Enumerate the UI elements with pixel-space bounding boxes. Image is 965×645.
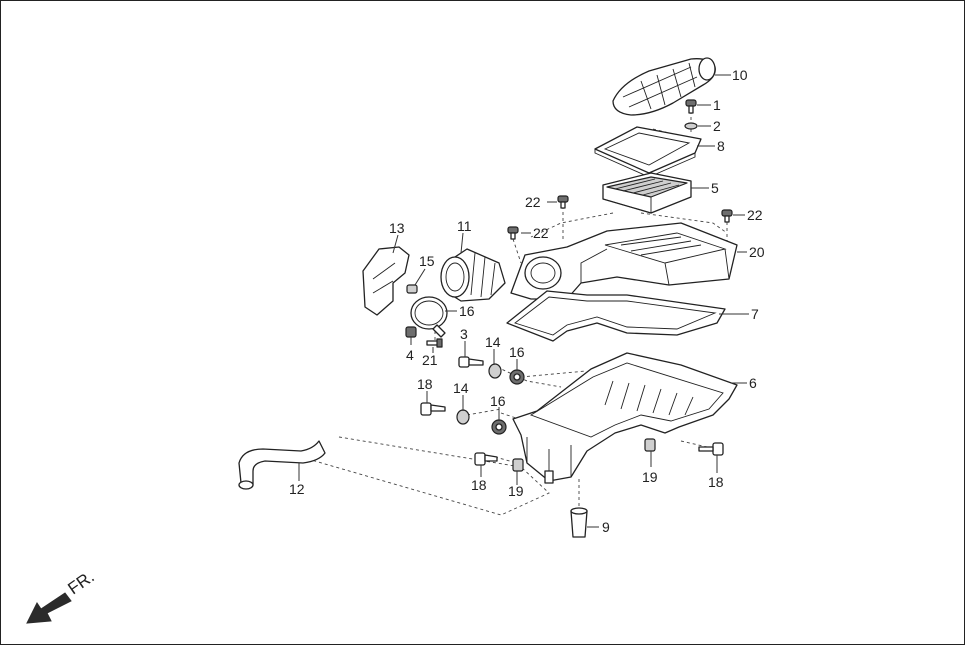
callout-19-right: 19 (642, 469, 658, 485)
front-direction-indicator: FR. (26, 567, 98, 624)
callout-22-upper: 22 (525, 194, 541, 210)
callout-22-right: 22 (747, 207, 763, 223)
callout-4: 4 (406, 347, 414, 363)
part-2-clip (684, 122, 698, 130)
callout-18-left: 18 (417, 376, 433, 392)
part-14-collar-lower (456, 409, 470, 425)
part-14-collar-upper (488, 363, 502, 379)
part-21-screw (426, 338, 443, 348)
callout-16-lower: 16 (490, 393, 506, 409)
callout-21: 21 (422, 352, 438, 368)
callout-2: 2 (713, 118, 721, 134)
part-6-lower-housing (512, 352, 738, 484)
callout-20: 20 (749, 244, 765, 260)
part-17-hose-clamp (410, 296, 448, 338)
part-18-bolt-left (420, 402, 446, 416)
leader-lines (298, 74, 749, 528)
part-13-bracket (362, 246, 410, 316)
part-10-intake-duct (612, 57, 716, 116)
part-12-hose (238, 440, 326, 490)
callout-9: 9 (602, 519, 610, 535)
arrow-down-left-icon (26, 592, 72, 624)
part-4-nut (405, 326, 417, 338)
callout-10: 10 (732, 67, 748, 83)
callout-14-lower: 14 (453, 380, 469, 396)
callout-3: 3 (460, 326, 468, 342)
part-5-air-filter (602, 172, 692, 214)
callout-16-upper: 16 (509, 344, 525, 360)
callout-8: 8 (717, 138, 725, 154)
callout-14-upper: 14 (485, 334, 501, 350)
callout-5: 5 (711, 180, 719, 196)
callout-17: 16 (459, 303, 475, 319)
callout-18-middle: 18 (471, 477, 487, 493)
part-7-gasket (506, 290, 726, 342)
part-19-clip-left (512, 458, 524, 472)
callout-18-right: 18 (708, 474, 724, 490)
part-3-bolt (458, 356, 484, 368)
callout-22-left: 22 (533, 225, 549, 241)
part-9-drain-tube (570, 507, 588, 538)
part-15-clip (406, 284, 418, 294)
part-16-grommet-lower (491, 419, 507, 435)
part-22-screws (507, 195, 733, 240)
callout-1: 1 (713, 97, 721, 113)
callout-11: 11 (457, 218, 472, 234)
callout-13: 13 (389, 220, 405, 236)
front-label: FR. (64, 567, 97, 598)
callout-12: 12 (289, 481, 305, 497)
part-8-filter-cover (594, 126, 702, 178)
part-11-intake-connector (440, 248, 506, 302)
part-16-grommet-upper (509, 369, 525, 385)
callout-7: 7 (751, 306, 759, 322)
callout-15: 15 (419, 253, 435, 269)
part-20-upper-housing (510, 222, 738, 300)
callout-labels: 10 1 2 8 5 22 22 22 20 7 6 13 11 15 16 4… (289, 67, 765, 535)
callout-19-left: 19 (508, 483, 524, 499)
part-18-bolt-middle (474, 452, 498, 466)
callout-6: 6 (749, 375, 757, 391)
part-18-bolt-right (698, 442, 724, 456)
part-19-clip-right (644, 438, 656, 452)
part-1-screw (685, 99, 697, 114)
